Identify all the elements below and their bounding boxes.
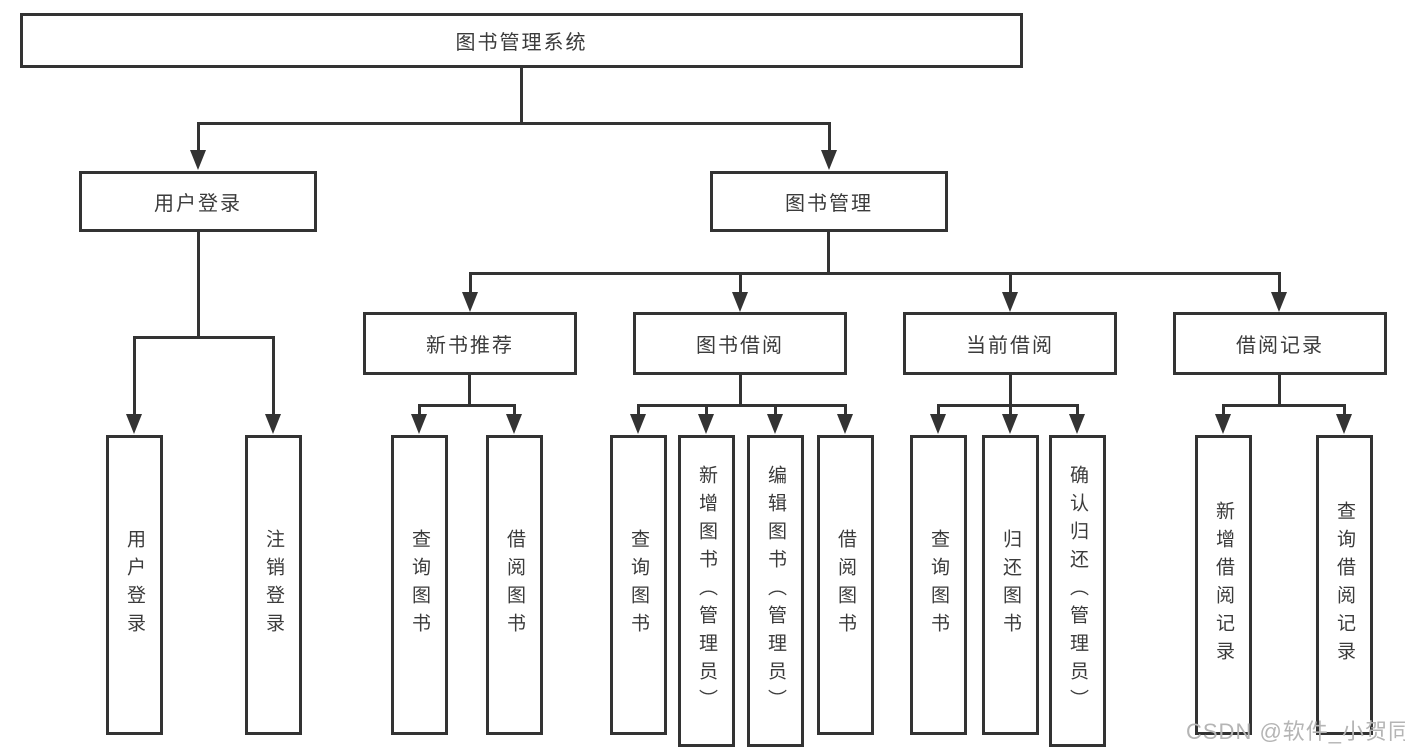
arrowhead-icon: [1271, 292, 1287, 312]
connector-line: [739, 375, 742, 407]
node-label: 借阅图书: [835, 529, 856, 641]
arrowhead-icon: [698, 414, 714, 434]
node-library-management-system: 图书管理系统: [20, 13, 1023, 68]
arrowhead-icon: [630, 414, 646, 434]
node-add-borrow-record: 新增借阅记录: [1195, 435, 1252, 735]
connector-line: [133, 336, 136, 414]
node-edit-books-admin: 编辑图书（管理员）: [747, 435, 804, 747]
connector-line: [828, 122, 831, 152]
connector-line: [469, 272, 1281, 275]
arrowhead-icon: [930, 414, 946, 434]
node-label: 用户登录: [154, 193, 242, 215]
node-return-books: 归还图书: [982, 435, 1039, 735]
arrowhead-icon: [265, 414, 281, 434]
connector-line: [1278, 375, 1281, 407]
arrowhead-icon: [1002, 292, 1018, 312]
connector-line: [1009, 404, 1012, 416]
csdn-watermark: CSDN @软件_小贺同学: [1186, 719, 1405, 744]
connector-line: [520, 68, 523, 122]
connector-line: [739, 272, 742, 292]
arrowhead-icon: [1069, 414, 1085, 434]
node-label: 查询图书: [409, 529, 430, 641]
node-user-login-action: 用户登录: [106, 435, 163, 735]
connector-line: [1009, 375, 1012, 407]
connector-line: [197, 122, 200, 152]
connector-line: [418, 404, 516, 407]
connector-line: [705, 404, 708, 416]
connector-line: [774, 404, 777, 416]
node-label: 注销登录: [263, 529, 284, 641]
node-label: 查询图书: [628, 529, 649, 641]
arrowhead-icon: [462, 292, 478, 312]
connector-line: [827, 232, 830, 272]
connector-line: [1222, 404, 1225, 416]
connector-line: [937, 404, 1079, 407]
node-book-management: 图书管理: [710, 171, 948, 232]
connector-line: [469, 272, 472, 292]
node-logout: 注销登录: [245, 435, 302, 735]
connector-line: [197, 122, 831, 125]
node-borrow-books-recommend: 借阅图书: [486, 435, 543, 735]
node-label: 用户登录: [124, 529, 145, 641]
arrowhead-icon: [506, 414, 522, 434]
arrowhead-icon: [767, 414, 783, 434]
connector-line: [637, 404, 640, 416]
node-query-books-recommend: 查询图书: [391, 435, 448, 735]
node-label: 编辑图书（管理员）: [765, 465, 786, 717]
arrowhead-icon: [732, 292, 748, 312]
node-label: 查询借阅记录: [1334, 501, 1355, 669]
node-book-borrowing: 图书借阅: [633, 312, 847, 375]
connector-line: [133, 336, 274, 339]
connector-line: [844, 404, 847, 416]
connector-line: [1343, 404, 1346, 416]
node-label: 图书管理: [785, 193, 873, 215]
arrowhead-icon: [126, 414, 142, 434]
node-add-books-admin: 新增图书（管理员）: [678, 435, 735, 747]
node-borrowing-records: 借阅记录: [1173, 312, 1387, 375]
node-query-books-current: 查询图书: [910, 435, 967, 735]
arrowhead-icon: [837, 414, 853, 434]
connector-line: [1076, 404, 1079, 416]
node-borrow-books: 借阅图书: [817, 435, 874, 735]
connector-line: [1222, 404, 1346, 407]
node-label: 新书推荐: [426, 335, 514, 357]
arrowhead-icon: [190, 150, 206, 170]
node-label: 归还图书: [1000, 529, 1021, 641]
connector-line: [418, 404, 421, 416]
arrowhead-icon: [1215, 414, 1231, 434]
node-label: 图书借阅: [696, 335, 784, 357]
connector-line: [637, 404, 847, 407]
connector-line: [468, 375, 471, 407]
connector-line: [1009, 272, 1012, 292]
node-label: 新增图书（管理员）: [696, 465, 717, 717]
node-current-borrowing: 当前借阅: [903, 312, 1117, 375]
node-query-borrow-record: 查询借阅记录: [1316, 435, 1373, 735]
node-label: 图书管理系统: [455, 32, 588, 54]
connector-line: [197, 232, 200, 336]
node-label: 当前借阅: [966, 335, 1054, 357]
connector-line: [272, 336, 275, 414]
node-new-book-recommendation: 新书推荐: [363, 312, 577, 375]
node-label: 借阅记录: [1236, 335, 1324, 357]
node-label: 确认归还（管理员）: [1067, 465, 1088, 717]
connector-line: [937, 404, 940, 416]
arrowhead-icon: [1336, 414, 1352, 434]
arrowhead-icon: [1002, 414, 1018, 434]
connector-line: [1278, 272, 1281, 292]
node-confirm-return-admin: 确认归还（管理员）: [1049, 435, 1106, 747]
node-query-books-borrowing: 查询图书: [610, 435, 667, 735]
arrowhead-icon: [821, 150, 837, 170]
node-label: 新增借阅记录: [1213, 501, 1234, 669]
node-user-login: 用户登录: [79, 171, 317, 232]
node-label: 查询图书: [928, 529, 949, 641]
node-label: 借阅图书: [504, 529, 525, 641]
connector-line: [513, 404, 516, 416]
arrowhead-icon: [411, 414, 427, 434]
